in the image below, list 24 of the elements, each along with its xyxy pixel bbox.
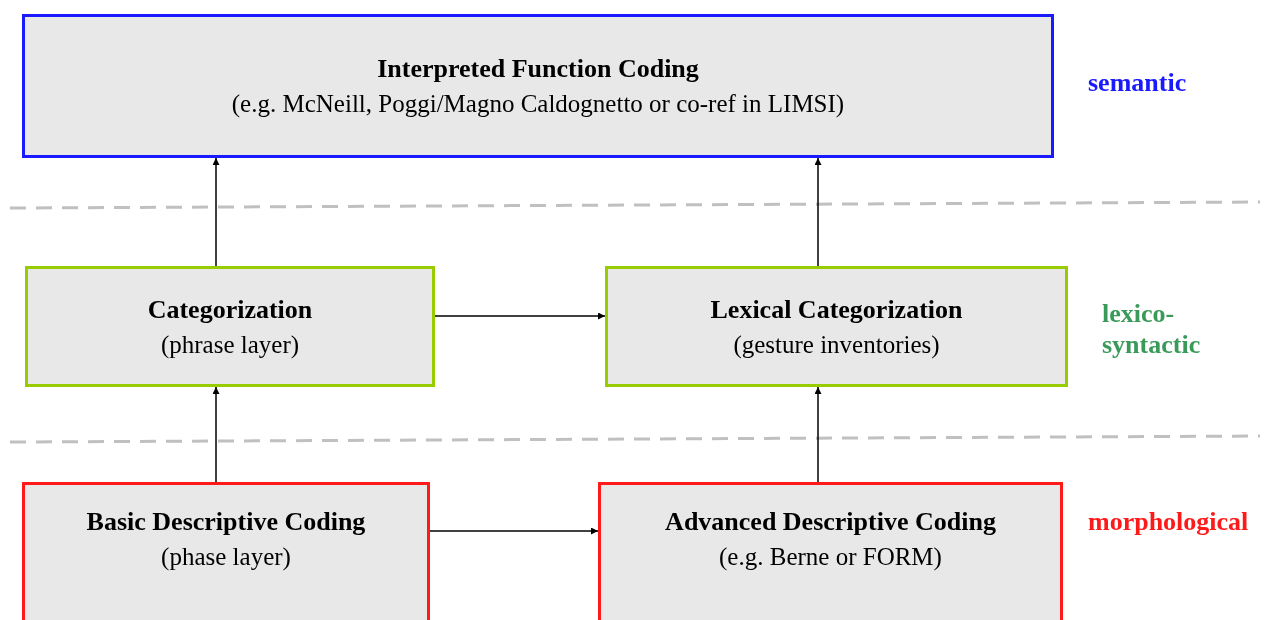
box-title: Categorization [147, 294, 313, 325]
box-description: (e.g. McNeill, Poggi/Magno Caldognetto or co-ref in LIMSI) [231, 90, 845, 118]
arrow [434, 312, 606, 320]
box-title: Lexical Categorization [710, 294, 963, 325]
layer-label: semantic [1088, 67, 1188, 99]
arrow [814, 157, 822, 267]
box-title: Interpreted Function Coding [377, 54, 699, 84]
box-description: (e.g. Berne or FORM) [719, 543, 942, 571]
box-description: (phase layer) [161, 543, 291, 571]
arrow [814, 386, 822, 483]
process-box [22, 14, 1054, 158]
arrow [429, 527, 599, 535]
arrow [212, 386, 220, 483]
box-description: (phrase layer) [160, 330, 300, 359]
arrow [212, 157, 220, 267]
box-description: (gesture inventories) [733, 330, 940, 359]
process-box [605, 266, 1068, 387]
process-box [598, 482, 1063, 620]
box-title: Basic Descriptive Coding [86, 507, 366, 537]
box-title: Advanced Descriptive Coding [665, 507, 996, 537]
layer-label: morphological [1088, 506, 1250, 538]
process-box [22, 482, 430, 620]
layer-label: lexico- syntactic [1102, 298, 1202, 361]
process-box [25, 266, 435, 387]
